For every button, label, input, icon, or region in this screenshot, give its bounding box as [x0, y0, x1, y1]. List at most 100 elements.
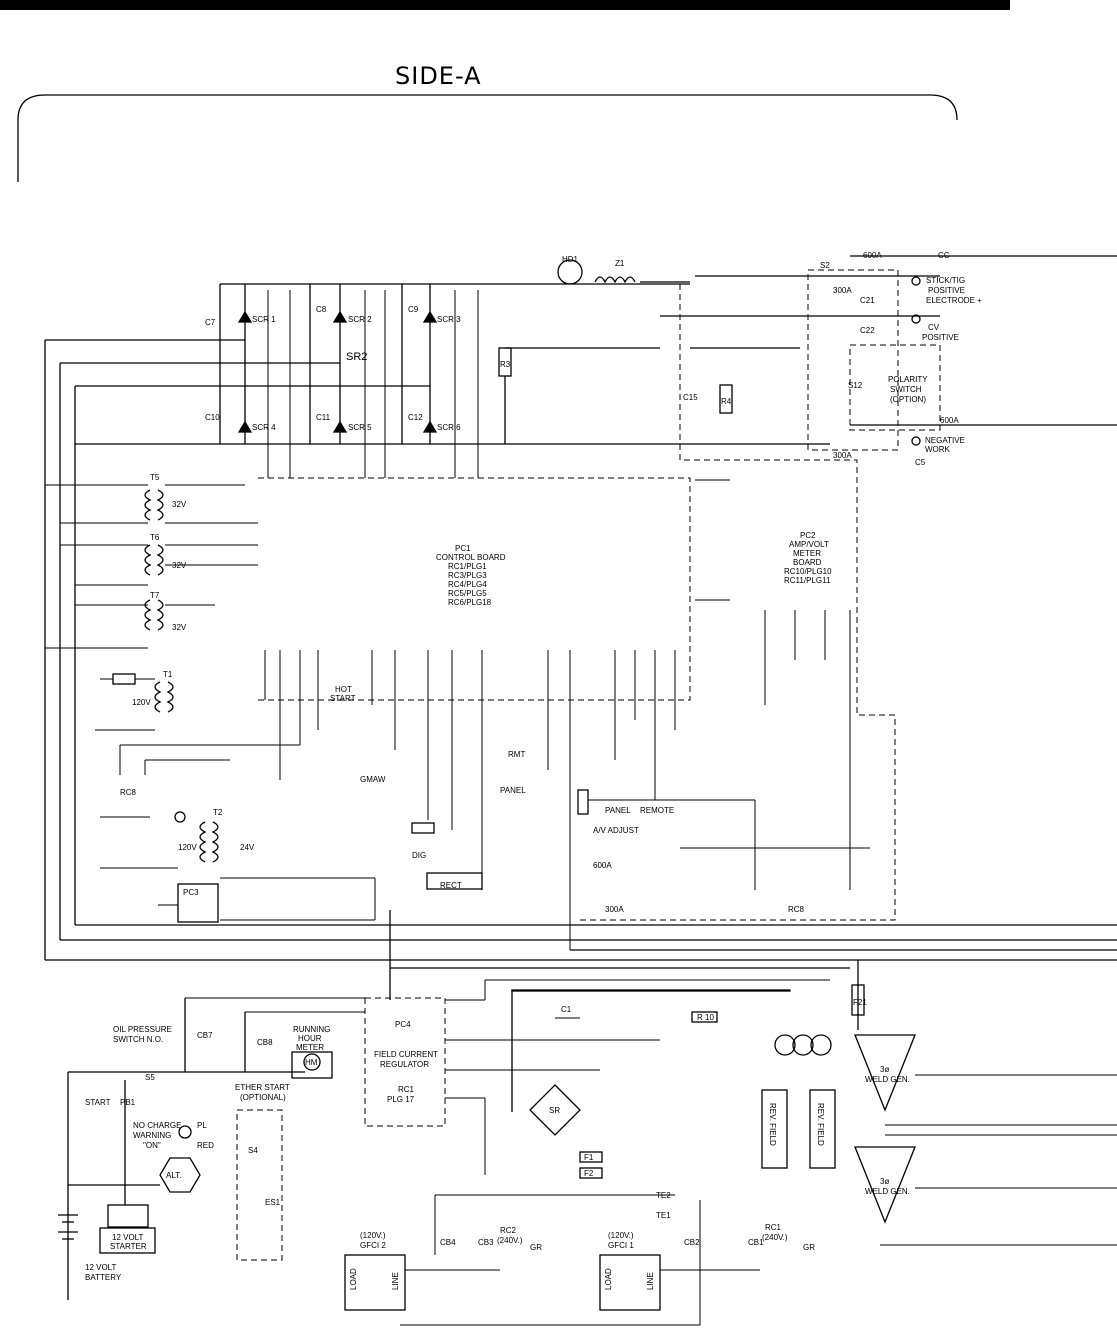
battery-label: BATTERY: [85, 1273, 122, 1282]
generator-section: C1 SR F1 F2 R 10 REV. FIELD REV. FIELD 3…: [511, 989, 1117, 1246]
bus-lines: F21: [45, 910, 1117, 1030]
a300-label: 300A: [605, 905, 624, 914]
rc8-label: RC8: [120, 788, 137, 797]
a600-label: 600A: [940, 416, 959, 425]
cap-label: C9: [408, 305, 419, 314]
t5-label: T5: [150, 473, 160, 482]
remote-label: REMOTE: [640, 806, 674, 815]
r10-label: R 10: [697, 1013, 714, 1022]
pc2-label: PC2: [800, 531, 816, 540]
oil-label: SWITCH N.O.: [113, 1035, 163, 1044]
f21-label: F21: [853, 998, 867, 1007]
line-label: LINE: [391, 1272, 400, 1290]
cap-label: C12: [408, 413, 423, 422]
hour-label: HOUR: [298, 1034, 322, 1043]
c15-label: C15: [683, 393, 698, 402]
f2-label: F2: [584, 1169, 594, 1178]
gfci2-label: (120V.): [360, 1231, 386, 1240]
alt-label: ALT.: [166, 1171, 181, 1180]
weld-gen-label: WELD GEN.: [865, 1075, 910, 1084]
scr-label: SCR 5: [348, 423, 372, 432]
nocharge-label: "ON": [143, 1141, 161, 1150]
pc4-label: REGULATOR: [380, 1060, 429, 1069]
hot-start-label: START: [330, 694, 356, 703]
c21-label: C21: [860, 296, 875, 305]
rc8-label: RC8: [788, 905, 805, 914]
pc1-label: CONTROL BOARD: [436, 553, 506, 562]
scr-label: SCR 2: [348, 315, 372, 324]
load-label: LOAD: [604, 1268, 613, 1290]
v24-label: 24V: [240, 843, 255, 852]
nocharge-label: WARNING: [133, 1131, 171, 1140]
rev-field-label: REV. FIELD: [816, 1103, 825, 1146]
pc2-board: PC2 AMP/VOLT METER BOARD RC10/PLG10 RC11…: [695, 479, 851, 890]
scr-label: SCR 6: [437, 423, 461, 432]
scr-label: SCR 1: [252, 315, 276, 324]
z1-label: Z1: [615, 259, 625, 268]
scr-label: SCR 3: [437, 315, 461, 324]
weld-gen-label: WELD GEN.: [865, 1187, 910, 1196]
panel-label: PANEL: [605, 806, 631, 815]
sr-label: SR: [549, 1106, 560, 1115]
cb-label: CB2: [684, 1238, 700, 1247]
stick-label: POSITIVE: [928, 286, 965, 295]
av-label: A/V ADJUST: [593, 826, 639, 835]
hour-label: METER: [296, 1043, 324, 1052]
f1-label: F1: [584, 1153, 594, 1162]
sr2-label: SR2: [346, 351, 367, 363]
a600-label: 600A: [593, 861, 612, 870]
r3-label: R3: [500, 360, 511, 369]
rect-label: RECT: [440, 881, 462, 890]
receptacles: (120V.) GFCI 2 (120V.) GFCI 1 RC2 (240V.…: [344, 1191, 815, 1326]
transformer-bank: T5 T6 T7 32V 32V 32V: [45, 473, 258, 649]
scr-label: SCR 4: [252, 423, 276, 432]
start-label: START: [85, 1098, 111, 1107]
cv-label: POSITIVE: [922, 333, 959, 342]
rc1-label: (240V.): [762, 1233, 788, 1242]
gr-label: GR: [803, 1243, 815, 1252]
gr-label: GR: [530, 1243, 542, 1252]
oil-label: OIL PRESSURE: [113, 1025, 172, 1034]
cv-label: CV: [928, 323, 940, 332]
pc2-label: BOARD: [793, 558, 822, 567]
output-stage: HD1 Z1 R3 STICK/TIG POSITIVE ELECTRODE +…: [498, 251, 1117, 921]
dig-label: DIG: [412, 851, 426, 860]
rev-field-label: REV. FIELD: [768, 1103, 777, 1146]
ether-label: (OPTIONAL): [240, 1093, 286, 1102]
cap-label: C11: [316, 413, 331, 422]
neg-label: WORK: [925, 445, 951, 454]
v32-label: 32V: [172, 500, 187, 509]
pc1-board: PC1 CONTROL BOARD RC1/PLG1 RC3/PLG3 RC4/…: [258, 477, 691, 950]
weld-gen-label: 3ø: [880, 1177, 889, 1186]
cb8-label: CB8: [257, 1038, 273, 1047]
polarity-label: SWITCH: [890, 385, 922, 394]
engine-circuit: OIL PRESSURE SWITCH N.O. S5 START PB1 NO…: [58, 998, 333, 1300]
battery-label: 12 VOLT: [85, 1263, 117, 1272]
cap-label: C10: [205, 413, 220, 422]
t2-label: T2: [213, 808, 223, 817]
pb1-label: PB1: [120, 1098, 136, 1107]
cb-label: CB3: [478, 1238, 494, 1247]
pc2-label: RC10/PLG10: [784, 567, 832, 576]
gfci2-label: GFCI 2: [360, 1241, 386, 1250]
pc2-label: AMP/VOLT: [789, 540, 829, 549]
c1-label: C1: [561, 1005, 572, 1014]
t7-label: T7: [150, 591, 160, 600]
pc4-label: PLG 17: [387, 1095, 415, 1104]
rc2-label: RC2: [500, 1226, 517, 1235]
pc4-regulator: PC4 FIELD CURRENT REGULATOR RC1 PLG 17: [185, 979, 830, 1175]
pc1-label: PC1: [455, 544, 471, 553]
pc1-label: RC6/PLG18: [448, 598, 492, 607]
top-rule: [0, 0, 1010, 10]
cb-label: CB1: [748, 1238, 764, 1247]
nocharge-label: NO CHARGE: [133, 1121, 181, 1130]
line-label: LINE: [646, 1272, 655, 1290]
polarity-label: (OPTION): [890, 395, 926, 404]
pc4-label: PC4: [395, 1020, 411, 1029]
pc3-label: PC3: [183, 888, 199, 897]
starter-label: 12 VOLT: [112, 1233, 144, 1242]
starter-label: STARTER: [110, 1242, 147, 1251]
c22-label: C22: [860, 326, 875, 335]
pc1-label: RC4/PLG4: [448, 580, 487, 589]
